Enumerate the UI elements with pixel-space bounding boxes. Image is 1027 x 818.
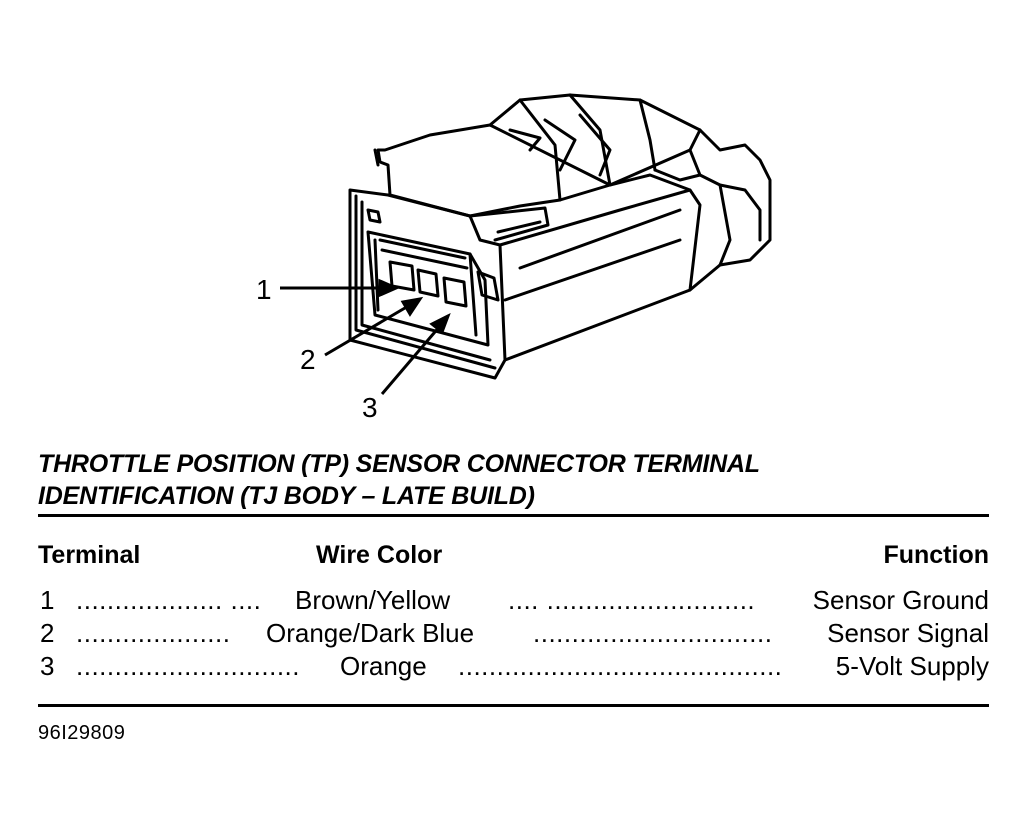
figure-code: 96I29809 <box>38 722 126 744</box>
callout-2-label: 2 <box>300 344 316 375</box>
title-line-2: IDENTIFICATION (TJ BODY – LATE BUILD) <box>38 482 535 510</box>
row-function: 5-Volt Supply <box>835 651 989 681</box>
terminal-1 <box>388 260 416 292</box>
row-wire-color: Brown/Yellow <box>295 585 451 615</box>
callout-3-label: 3 <box>362 392 378 423</box>
row-dots-right: ........................................… <box>458 651 783 681</box>
row-function: Sensor Signal <box>827 618 989 648</box>
row-terminal: 3 <box>40 651 55 681</box>
title-line-1: THROTTLE POSITION (TP) SENSOR CONNECTOR … <box>38 450 760 478</box>
connector-diagram: 1 2 3 <box>256 93 772 423</box>
figure-title: THROTTLE POSITION (TP) SENSOR CONNECTOR … <box>38 448 988 512</box>
row-terminal: 2 <box>40 618 55 648</box>
callout-2-leader <box>324 303 411 357</box>
table-row: 1 ................... .... Brown/Yellow … <box>38 584 989 616</box>
top-divider <box>38 514 989 517</box>
row-dots-left: ............................. <box>76 651 300 681</box>
terminal-block <box>366 230 490 347</box>
row-dots-left: .................... <box>76 618 231 648</box>
bottom-divider <box>38 704 989 707</box>
header-function: Function <box>883 541 989 569</box>
terminal-3 <box>442 276 468 308</box>
table-row: 2 .................... Orange/Dark Blue … <box>38 617 989 649</box>
row-function: Sensor Ground <box>812 585 989 615</box>
connector-top-latch <box>376 123 612 218</box>
row-wire-color: Orange <box>340 651 427 681</box>
row-wire-color: Orange/Dark Blue <box>266 618 475 648</box>
callout-3-leader <box>380 325 442 395</box>
header-wire-color: Wire Color <box>316 541 443 569</box>
row-dots-right: .... ........................... <box>508 585 756 615</box>
table-row: 3 ............................. Orange .… <box>38 650 989 682</box>
header-terminal: Terminal <box>38 541 141 569</box>
callout-1-label: 1 <box>256 274 272 305</box>
row-dots-left: ................... .... <box>76 585 262 615</box>
row-terminal: 1 <box>40 585 55 615</box>
terminal-2 <box>416 268 440 298</box>
row-dots-right: ............................... <box>533 618 773 648</box>
